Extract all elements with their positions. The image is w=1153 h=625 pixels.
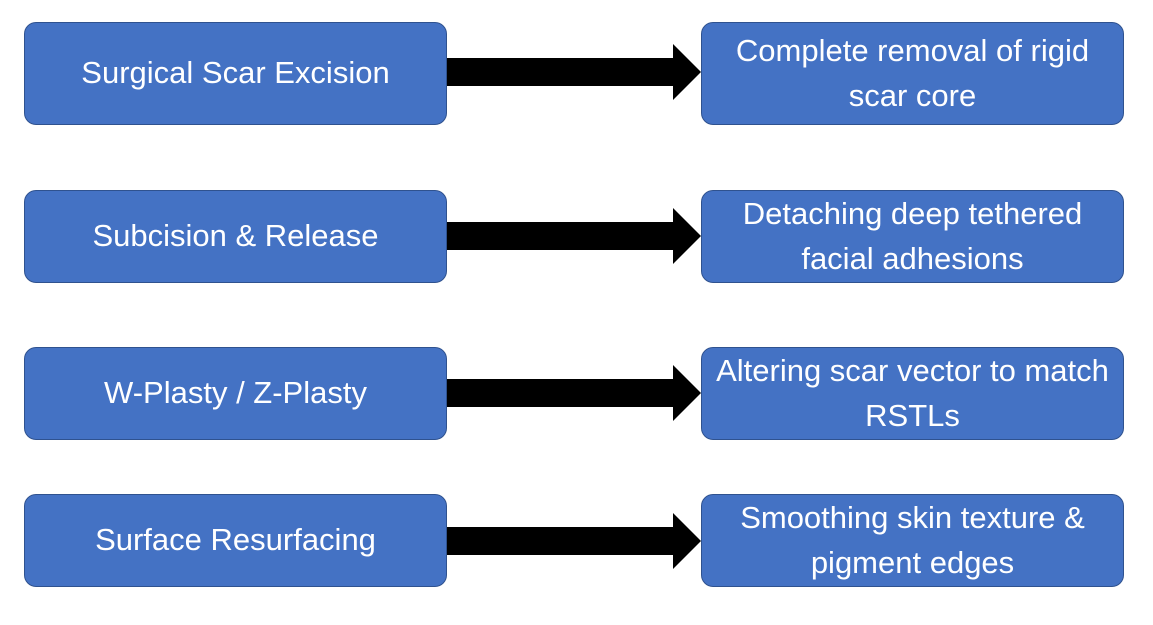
arrow-icon <box>447 208 701 264</box>
technique-label: Subcision & Release <box>92 218 379 254</box>
technique-label: Surface Resurfacing <box>95 522 376 558</box>
technique-box-w-plasty-z-plasty: W-Plasty / Z-Plasty <box>24 347 447 440</box>
outcome-box-altering-scar-vector: Altering scar vector to match RSTLs <box>701 347 1124 440</box>
technique-box-surgical-scar-excision: Surgical Scar Excision <box>24 22 447 125</box>
technique-label: W-Plasty / Z-Plasty <box>104 375 367 411</box>
outcome-label: Altering scar vector to match RSTLs <box>716 352 1109 433</box>
outcome-box-detaching-adhesions: Detaching deep tethered facial adhesions <box>701 190 1124 283</box>
arrow-icon <box>447 365 701 421</box>
arrow-icon <box>447 44 701 100</box>
outcome-box-smoothing-skin-texture: Smoothing skin texture & pigment edges <box>701 494 1124 587</box>
outcome-label: Detaching deep tethered facial adhesions <box>742 195 1083 276</box>
outcome-box-complete-removal: Complete removal of rigid scar core <box>701 22 1124 125</box>
technique-label: Surgical Scar Excision <box>81 55 390 91</box>
outcome-label: Smoothing skin texture & pigment edges <box>740 499 1085 580</box>
technique-box-surface-resurfacing: Surface Resurfacing <box>24 494 447 587</box>
technique-box-subcision-release: Subcision & Release <box>24 190 447 283</box>
outcome-label: Complete removal of rigid scar core <box>735 32 1090 113</box>
arrow-icon <box>447 513 701 569</box>
